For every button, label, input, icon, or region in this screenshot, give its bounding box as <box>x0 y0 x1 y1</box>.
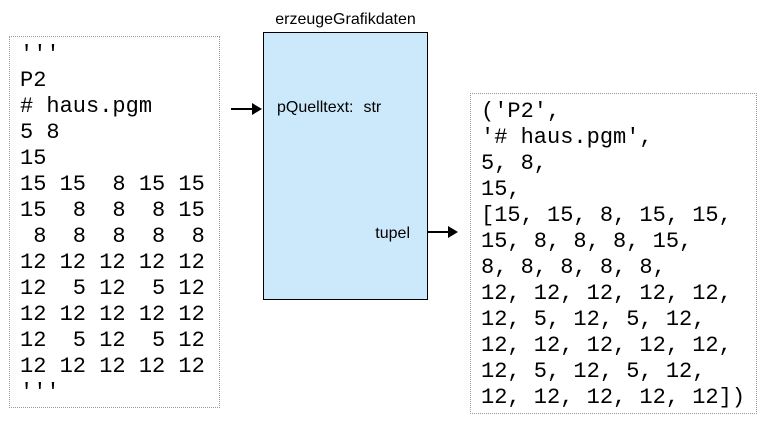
parameter-row: pQuelltext: str <box>277 99 381 117</box>
output-arrowhead-icon <box>448 226 458 238</box>
pgm-source-text-box: ''' P2 # haus.pgm 5 8 15 15 15 8 15 15 1… <box>9 36 220 408</box>
input-arrow-line <box>231 108 253 110</box>
function-title: erzeugeGrafikdaten <box>275 11 416 28</box>
output-arrow-line <box>428 231 449 233</box>
input-arrowhead-icon <box>252 103 262 115</box>
return-value-label: tupel <box>375 225 410 242</box>
tuple-result-text-box: ('P2', '# haus.pgm', 5, 8, 15, [15, 15, … <box>470 93 757 414</box>
parameter-name-label: pQuelltext: <box>277 99 354 116</box>
parameter-type-label: str <box>363 99 382 116</box>
function-box: pQuelltext: str tupel <box>263 32 428 300</box>
